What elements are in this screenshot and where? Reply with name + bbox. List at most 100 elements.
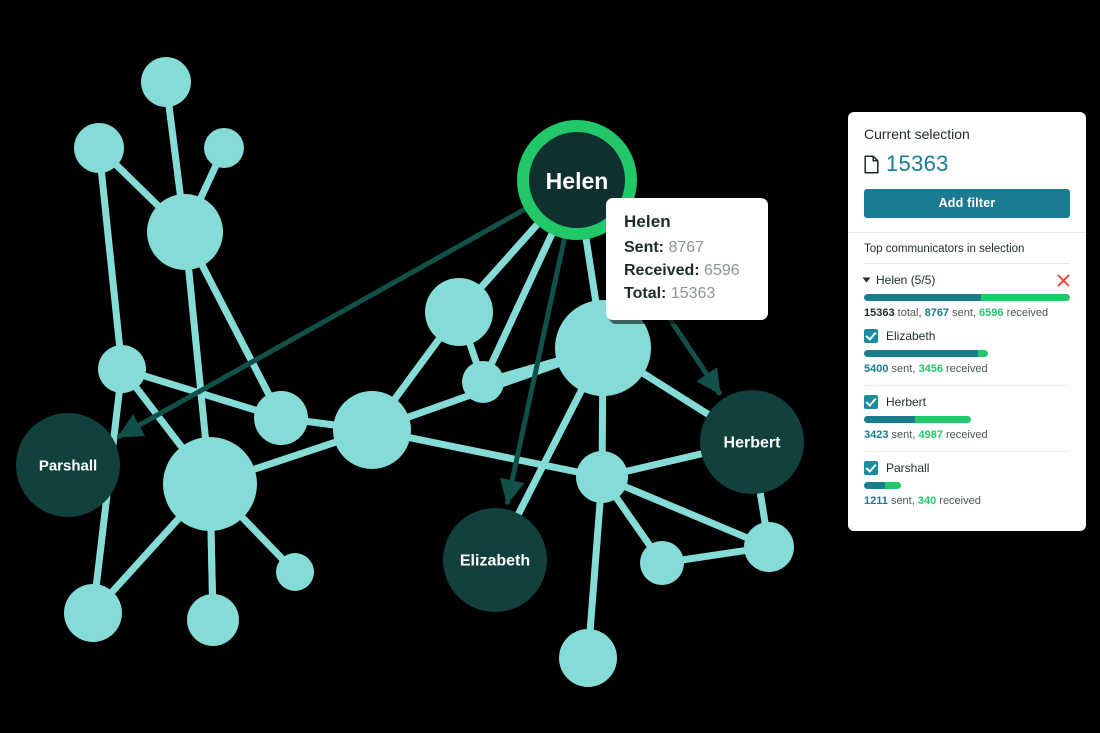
current-selection-panel: Current selection 15363 Add filter Top c…: [848, 112, 1086, 531]
tooltip-received-value: 6596: [704, 262, 740, 280]
communicator-sent-value: 3423: [864, 429, 889, 441]
communicator-name: Parshall: [886, 461, 930, 475]
communicator-received-value: 3456: [918, 363, 943, 375]
graph-edge-directed: [116, 205, 529, 439]
checkbox-elizabeth[interactable]: [864, 329, 878, 343]
communicator-received-suffix: received: [946, 429, 988, 441]
graph-node[interactable]: [744, 522, 794, 572]
communicator-name: Herbert: [886, 395, 927, 409]
communicator-separator: [864, 385, 1070, 386]
communicator-received-value: 4987: [918, 429, 943, 441]
tooltip-total-value: 15363: [670, 285, 716, 303]
graph-node[interactable]: [64, 584, 122, 642]
selection-group-bar: [864, 294, 1070, 301]
graph-node[interactable]: [462, 361, 504, 403]
communicator-sent-suffix: sent,: [891, 429, 916, 441]
graph-node-parshall[interactable]: Parshall: [16, 413, 120, 517]
graph-node[interactable]: [559, 629, 617, 687]
tooltip-sent-label: Sent:: [624, 239, 664, 256]
panel-body-section: Top communicators in selection Helen (5/…: [848, 233, 1086, 531]
graph-nodes-plain[interactable]: [64, 57, 794, 687]
document-icon: [864, 154, 879, 174]
section-divider: [864, 263, 1070, 264]
node-fill: [529, 132, 625, 228]
graph-edge: [598, 473, 773, 551]
selection-count-row: 15363: [864, 151, 1070, 177]
group-received-suffix: received: [1006, 307, 1049, 319]
communicator-bar-sent: [864, 416, 916, 423]
graph-node[interactable]: [141, 57, 191, 107]
tooltip-received-label: Received:: [624, 262, 700, 280]
group-received-value: 6596: [979, 307, 1004, 319]
selection-group-bar-sent: [864, 294, 982, 301]
node-fill: [700, 390, 804, 494]
graph-node[interactable]: [576, 451, 628, 503]
graph-node-herbert[interactable]: Herbert: [700, 390, 804, 494]
communicator-received-suffix: received: [946, 363, 988, 375]
selection-count: 15363: [886, 151, 949, 176]
tooltip-title: Helen: [624, 212, 671, 231]
graph-node[interactable]: [276, 553, 314, 591]
graph-node[interactable]: [204, 128, 244, 168]
panel-top-section: Current selection 15363 Add filter: [848, 112, 1086, 233]
graph-node[interactable]: [187, 594, 239, 646]
node-fill: [16, 413, 120, 517]
graph-node[interactable]: [254, 391, 308, 445]
communicator-stats: 5400 sent, 3456 received: [864, 363, 1070, 375]
graph-node[interactable]: [640, 541, 684, 585]
tooltip-total-row: Total: 15363: [624, 282, 752, 305]
communicator-bar: [864, 482, 902, 489]
communicator-sent-suffix: sent,: [890, 495, 915, 507]
graph-node[interactable]: [147, 194, 223, 270]
graph-node[interactable]: [163, 437, 257, 531]
communicator-stats: 1211 sent, 340 received: [864, 495, 1070, 507]
graph-edge: [584, 473, 606, 662]
graph-node[interactable]: [425, 278, 493, 346]
communicator-sent-suffix: sent,: [891, 363, 916, 375]
panel-title: Current selection: [864, 126, 970, 142]
communicator-bar-sent: [864, 350, 978, 357]
graph-edge: [368, 426, 606, 481]
group-sent-suffix: sent,: [952, 307, 976, 319]
graph-node[interactable]: [333, 391, 411, 469]
communicator-bar: [864, 416, 972, 423]
selection-group-label: Helen (5/5): [876, 273, 936, 287]
checkbox-parshall[interactable]: [864, 461, 878, 475]
communicator-received-suffix: received: [939, 495, 981, 507]
communicator-row: Herbert 3423 sent, 4987 received: [864, 395, 1070, 441]
communicator-stats: 3423 sent, 4987 received: [864, 429, 1070, 441]
communicator-name: Elizabeth: [886, 329, 936, 343]
graph-node[interactable]: [555, 300, 651, 396]
close-icon[interactable]: [1057, 274, 1070, 287]
communicator-separator: [864, 451, 1070, 452]
communicator-bar-sent: [864, 482, 885, 489]
communicator-received-value: 340: [917, 495, 937, 507]
selection-group-header[interactable]: Helen (5/5): [862, 273, 1070, 287]
top-communicators-title: Top communicators in selection: [864, 243, 1025, 255]
group-total-suffix: total,: [897, 307, 922, 319]
group-total-value: 15363: [864, 307, 895, 319]
communicator-sent-value: 5400: [864, 363, 889, 375]
communicator-header: Herbert: [864, 395, 1070, 409]
tooltip-total-label: Total:: [624, 285, 667, 303]
graph-node[interactable]: [74, 123, 124, 173]
graph-node-elizabeth[interactable]: Elizabeth: [443, 508, 547, 612]
caret-down-icon[interactable]: [862, 277, 871, 283]
communicator-row: Elizabeth 5400 sent, 3456 received: [864, 329, 1070, 375]
communicator-header: Parshall: [864, 461, 1070, 475]
graph-node[interactable]: [98, 345, 146, 393]
group-sent-value: 8767: [924, 307, 950, 319]
tooltip-sent-value: 8767: [668, 239, 705, 256]
communicator-sent-value: 1211: [864, 495, 888, 507]
graph-edge: [95, 144, 126, 373]
checkbox-herbert[interactable]: [864, 395, 878, 409]
communicator-bar: [864, 350, 988, 357]
communicator-header: Elizabeth: [864, 329, 1070, 343]
node-tooltip: Helen Sent: 8767 Received: 6596 Total: 1…: [606, 198, 768, 320]
graph-edge-directed: [499, 234, 568, 505]
communicator-row: Parshall 1211 sent, 340 received: [864, 461, 1070, 507]
add-filter-button[interactable]: Add filter: [864, 189, 1070, 218]
node-fill: [443, 508, 547, 612]
